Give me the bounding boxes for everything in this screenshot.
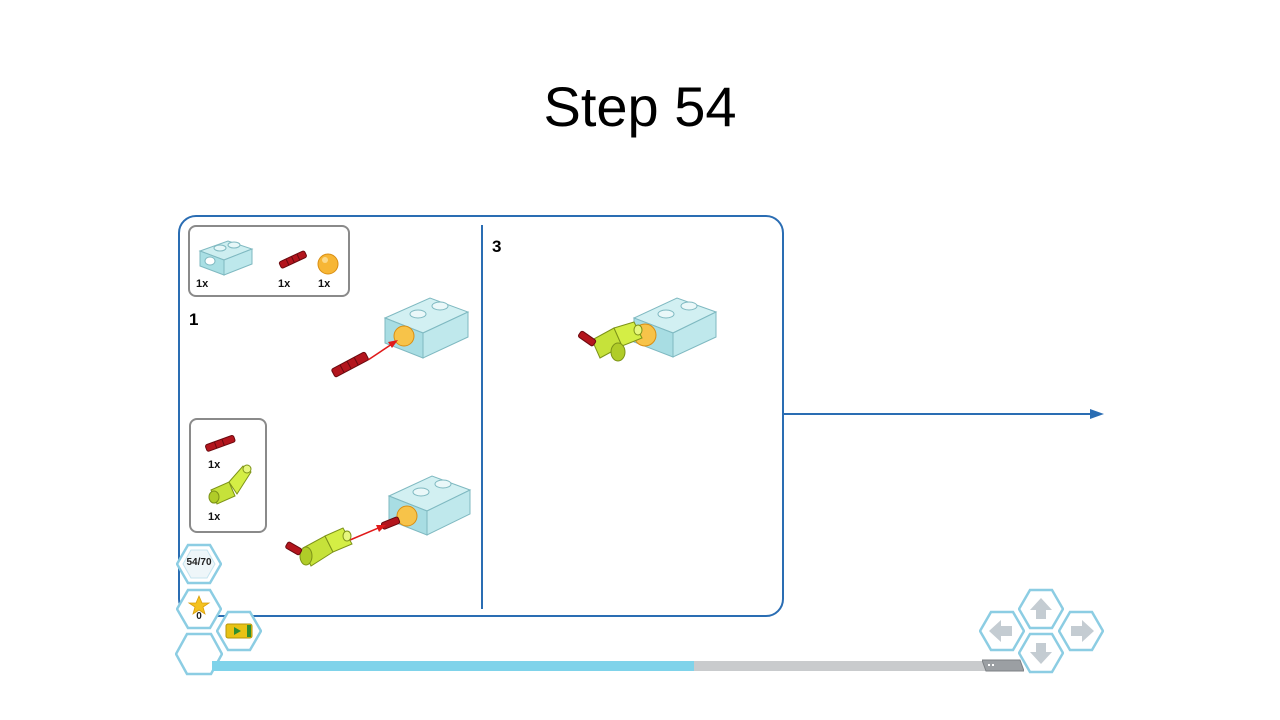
part-qty: 1x — [278, 278, 291, 290]
arrow-left-icon — [989, 620, 1012, 642]
axle-icon — [331, 351, 369, 378]
arrow-right-icon — [1071, 620, 1094, 642]
menu-button[interactable] — [175, 632, 223, 676]
star-icon — [187, 594, 211, 615]
slide-title: Step 54 — [543, 75, 737, 138]
part-qty: 1x — [196, 278, 209, 290]
part-qty: 1x — [208, 459, 221, 471]
step-counter-button[interactable] — [176, 543, 222, 585]
panel-divider — [481, 225, 483, 609]
part-ball-icon — [317, 253, 339, 275]
part-qty: 1x — [318, 278, 331, 290]
parts-list-2: 1x 1x — [189, 418, 267, 533]
part-brick-icon — [198, 240, 254, 276]
nav-left-button[interactable] — [979, 610, 1025, 652]
stars-button[interactable] — [176, 588, 222, 630]
stars-count: 0 — [196, 611, 202, 622]
angle-connector-icon — [299, 527, 353, 567]
part-axle-icon — [205, 434, 236, 452]
brick-icon — [383, 297, 470, 359]
nav-right-button[interactable] — [1058, 610, 1104, 652]
arrow-up-icon — [1030, 598, 1052, 619]
progress-fill — [212, 661, 695, 671]
part-angle-connector-icon — [208, 464, 252, 505]
instruction-panel — [178, 215, 784, 617]
progress-bar[interactable] — [212, 661, 992, 671]
substep-number-1: 1 — [189, 310, 199, 329]
substep-number-3: 3 — [492, 237, 502, 256]
axle-icon — [577, 330, 597, 347]
arrow-down-icon — [1030, 643, 1052, 664]
play-icon — [225, 623, 253, 639]
step-counter: 54/70 — [186, 557, 212, 568]
part-axle-icon — [278, 250, 307, 269]
nav-up-button[interactable] — [1018, 588, 1064, 630]
brick-icon — [387, 475, 472, 536]
parts-list-1: 1x 1x 1x — [188, 225, 350, 297]
play-button[interactable] — [216, 610, 262, 652]
nav-down-button[interactable] — [1018, 632, 1064, 674]
progress-handle[interactable] — [982, 658, 1024, 673]
angle-connector-icon — [591, 321, 643, 362]
brick-icon — [632, 297, 718, 358]
part-qty: 1x — [208, 511, 221, 523]
axle-icon — [285, 541, 303, 556]
